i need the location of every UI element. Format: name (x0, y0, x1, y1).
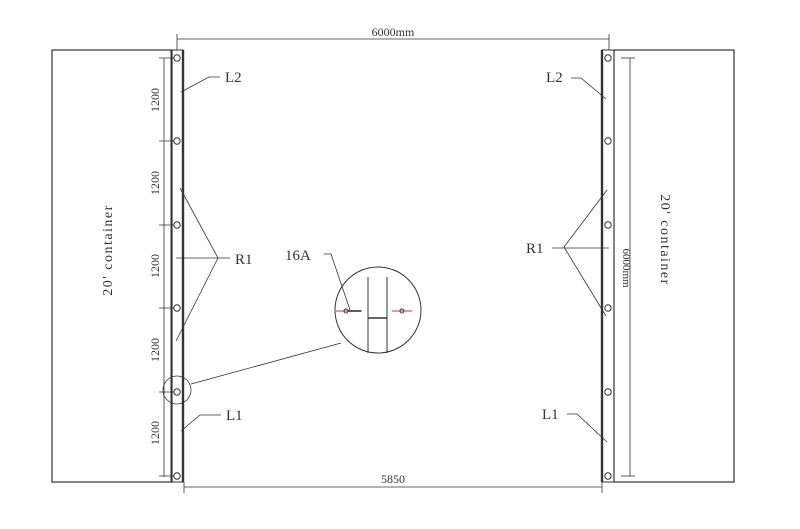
label-l2-right: L2 (546, 70, 563, 86)
segment-dimension: 1200 (148, 254, 162, 278)
right-vertical-dimension: 6000mm (620, 248, 632, 288)
left-container-label: 20' container (101, 204, 116, 296)
label-r1-left: R1 (235, 252, 253, 268)
label-l1-right: L1 (542, 407, 559, 423)
right-container-label: 20' container (657, 194, 672, 286)
label-l1-left: L1 (226, 408, 243, 424)
label-r1-right: R1 (526, 241, 544, 257)
top-dimension: 6000mm (372, 25, 415, 39)
segment-dimension: 1200 (148, 171, 162, 195)
segment-dimension: 1200 (148, 421, 162, 445)
label-l2-left: L2 (225, 70, 242, 86)
label-16a: 16A (285, 248, 311, 264)
detail-circle (334, 266, 422, 354)
segment-dimension: 1200 (148, 338, 162, 362)
segment-dimension: 1200 (148, 88, 162, 112)
left-container (51, 49, 173, 483)
bottom-dimension: 5850 (381, 472, 405, 486)
